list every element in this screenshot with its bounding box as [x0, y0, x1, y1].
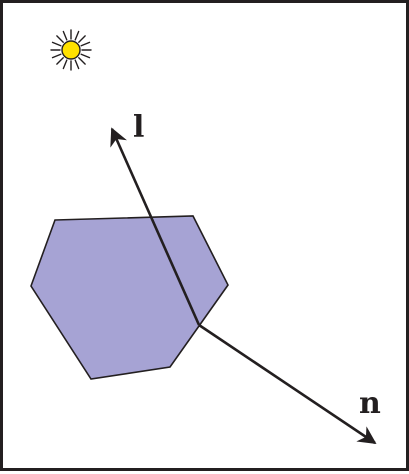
sun-ray	[78, 35, 86, 43]
sun-icon	[50, 29, 92, 71]
sun-ray	[51, 41, 62, 47]
sun-ray	[62, 59, 68, 70]
light-vector-arrow	[110, 127, 201, 326]
sun-ray	[51, 53, 62, 59]
sun-ray	[62, 30, 68, 41]
lighting-diagram: l n	[30, 29, 381, 445]
sun-ray	[80, 41, 91, 47]
normal-vector-label: n	[359, 386, 381, 421]
surface-polygon	[30, 215, 229, 380]
sun-ray	[56, 57, 64, 65]
sun-ray	[78, 57, 86, 65]
light-vector-label: l	[133, 110, 144, 145]
sun-ray	[74, 59, 80, 70]
sun-ray	[74, 30, 80, 41]
normal-vector-arrow	[198, 323, 377, 445]
sun-ray	[56, 35, 64, 43]
sun-ray	[80, 53, 91, 59]
